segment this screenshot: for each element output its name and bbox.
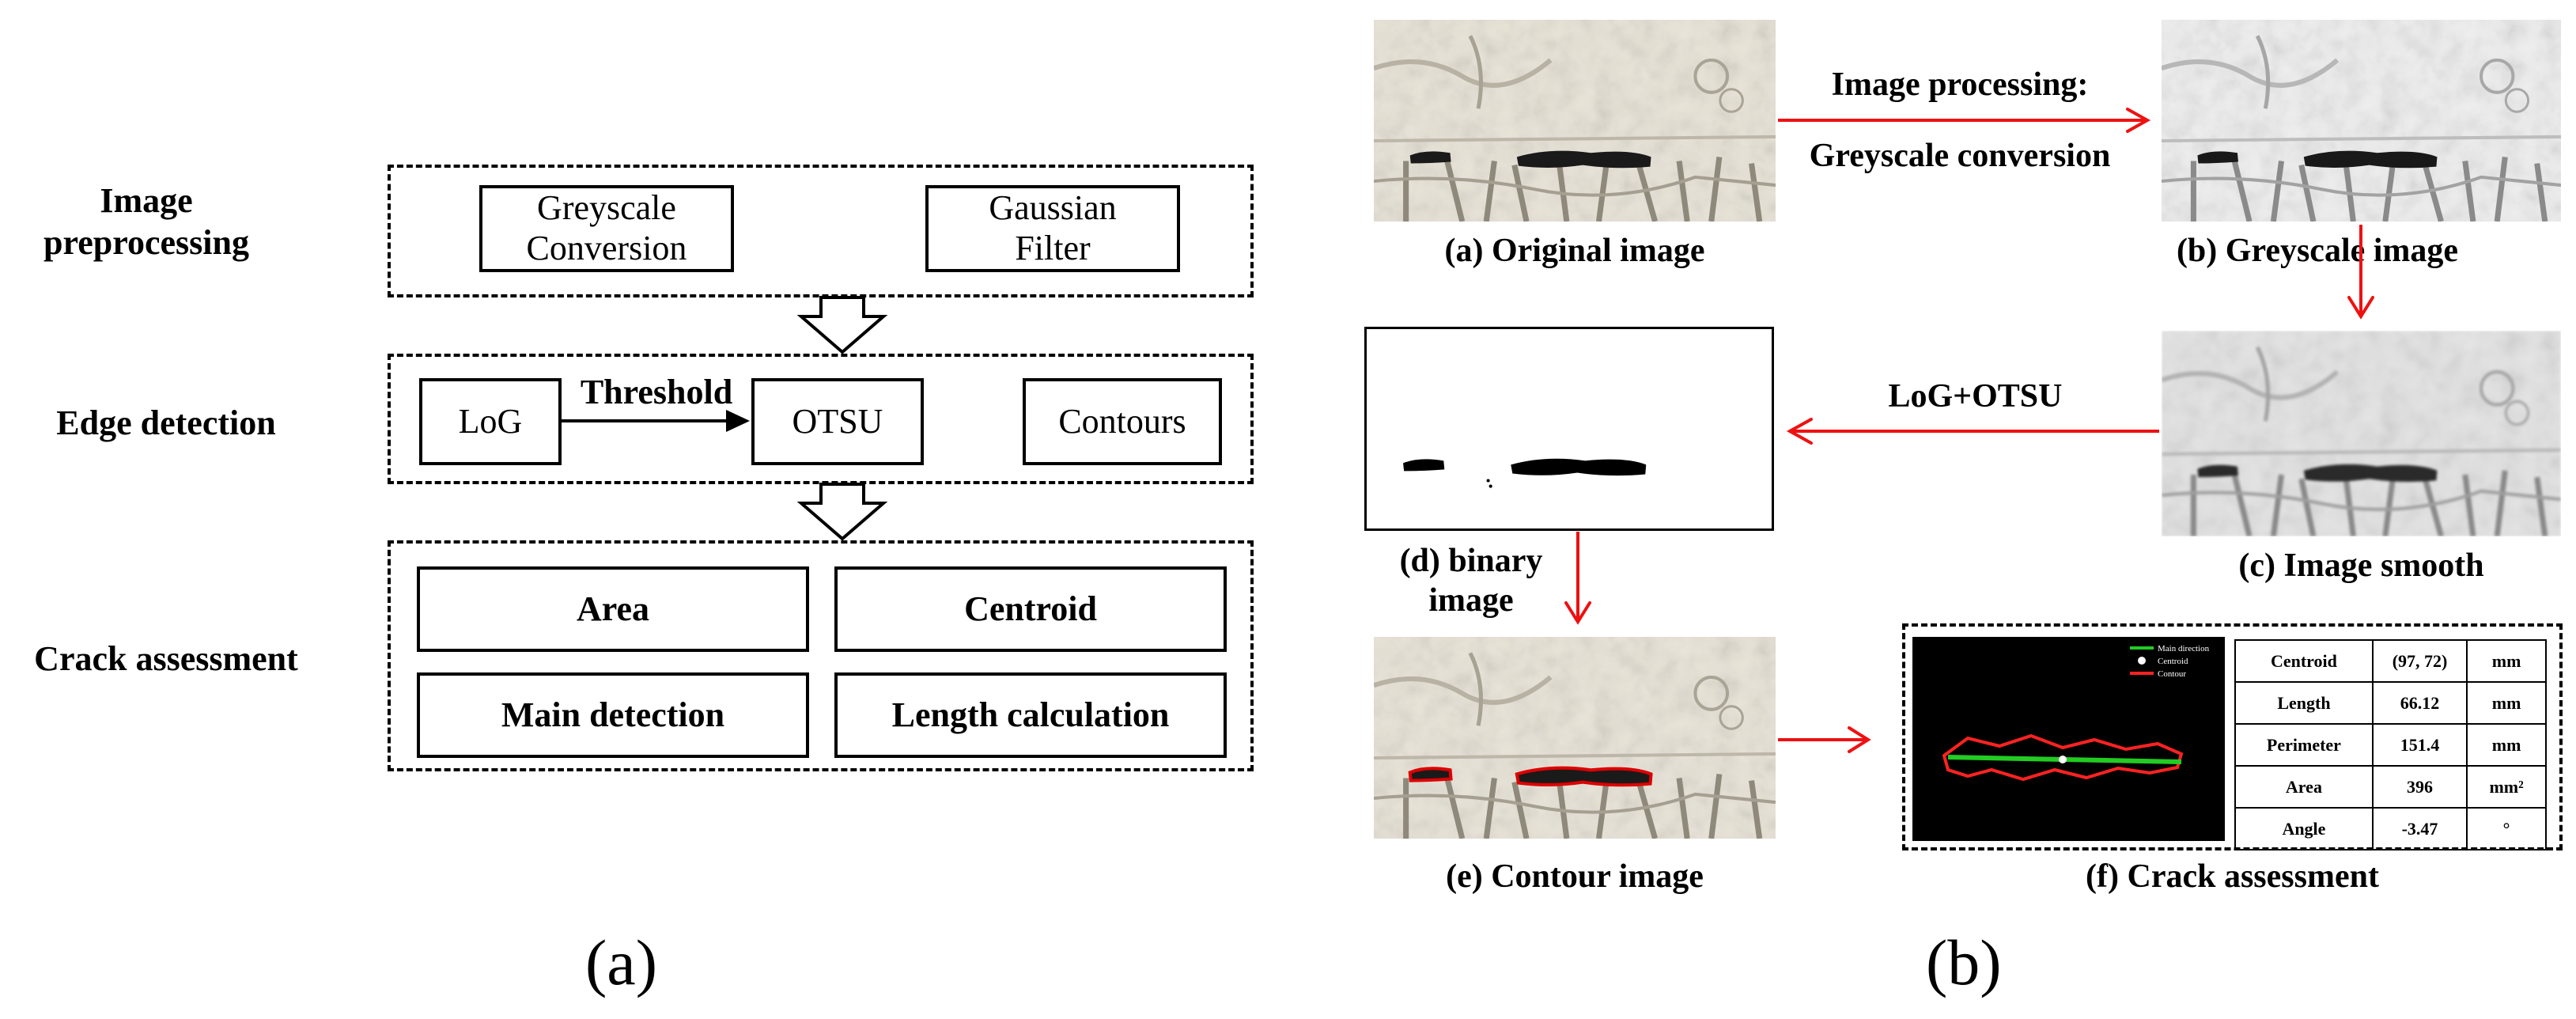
panel-b-label: (b) — [1926, 926, 2002, 998]
legend-main-direction: Main direction — [2158, 644, 2210, 653]
caption-binary-image: (d) binary image — [1399, 543, 1543, 619]
legend-centroid: Centroid — [2158, 657, 2188, 666]
centroid-box: Centroid — [834, 566, 1227, 652]
caption-crack-assessment: (f) Crack assessment — [2086, 858, 2379, 895]
gaussian-filter-box: Gaussian Filter — [925, 185, 1180, 272]
crack-assessment-frame — [1902, 623, 2563, 850]
greyscale-conversion-box: Greyscale Conversion — [479, 185, 734, 272]
stage-crack-assessment-frame — [388, 540, 1254, 771]
stage-label-preprocessing: Image preprocessing — [44, 181, 249, 262]
crack-contour — [1942, 733, 2184, 782]
down-arrow-1 — [796, 296, 888, 354]
centroid-dot — [2059, 756, 2067, 763]
threshold-arrow-label: Threshold — [580, 373, 733, 411]
panel-a-label: (a) — [585, 926, 658, 998]
caption-contour-image: (e) Contour image — [1446, 858, 1704, 895]
log-box: LoG — [419, 378, 562, 465]
table-row: Angle-3.47° — [2234, 807, 2547, 850]
assessment-plot: Main direction Centroid Contour — [1912, 637, 2225, 841]
legend-contour: Contour — [2158, 669, 2186, 679]
length-calculation-box: Length calculation — [834, 672, 1227, 758]
contours-box: Contours — [1023, 378, 1222, 465]
table-row: Centroid(97, 72)mm — [2234, 639, 2547, 683]
arrow-label-greyscale-conversion: Greyscale conversion — [1809, 138, 2111, 174]
plot-legend: Main direction Centroid Contour — [2130, 644, 2210, 679]
panel-a-connectors — [562, 296, 888, 541]
stage-label-edge-detection: Edge detection — [56, 403, 276, 442]
caption-smoothed-image: (c) Image smooth — [2238, 547, 2484, 584]
otsu-box: OTSU — [751, 378, 924, 465]
stage-label-crack-assessment: Crack assessment — [34, 639, 298, 678]
main-detection-box: Main detection — [417, 672, 809, 758]
down-arrow-2 — [796, 483, 888, 541]
caption-original-image: (a) Original image — [1444, 233, 1705, 269]
arrow-label-image-processing: Image processing: — [1831, 66, 2089, 103]
area-box: Area — [417, 566, 809, 652]
binary-image — [1364, 327, 1774, 531]
caption-greyscale-image: (b) Greyscale image — [2176, 233, 2459, 269]
arrow-label-log-otsu: LoG+OTSU — [1888, 378, 2063, 415]
threshold-arrowhead — [726, 410, 750, 432]
